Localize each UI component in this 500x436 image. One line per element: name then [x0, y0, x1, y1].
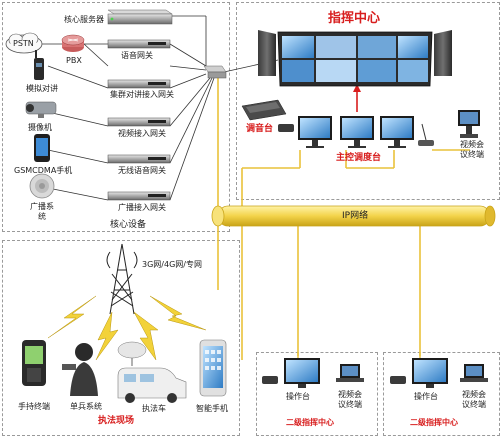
core-server-icon	[107, 9, 173, 25]
video-conf-label-1: 视频会	[460, 140, 484, 149]
ip-links	[217, 78, 470, 360]
main-console-label: 主控调度台	[336, 153, 382, 163]
pbx-label: PBX	[66, 56, 82, 65]
wireless-gateway-icon	[107, 154, 171, 164]
law-enforcement-vehicle-icon	[117, 341, 187, 403]
core-equipment-panel	[2, 2, 230, 232]
broadcast-system-label-1: 广播系	[30, 202, 54, 211]
mixer-icon	[241, 99, 287, 121]
handheld-label: 手持终端	[18, 402, 50, 411]
sub-center-1-devices	[262, 358, 364, 388]
console-phone-icon	[278, 124, 294, 132]
command-center-title: 指挥中心	[328, 11, 381, 26]
broadcast-system-label-2: 统	[38, 212, 46, 221]
sub-center-2-title: 二级指挥中心	[410, 418, 458, 427]
walkie-talkie-icon	[34, 50, 44, 80]
broadcast-speaker-icon	[29, 173, 55, 199]
ip-network-label: IP网络	[342, 211, 369, 221]
sub-center-2-videoconf-label-2: 议终端	[462, 400, 486, 409]
camera-icon	[25, 101, 57, 118]
sub-center-2-console-label: 操作台	[414, 392, 438, 401]
wireless-gateway-label: 无线语音网关	[118, 166, 166, 175]
pstn-cloud-icon	[5, 32, 43, 54]
soldier-system-icon	[62, 343, 98, 396]
video-gateway-label: 视频接入网关	[118, 129, 166, 138]
field-title: 执法现场	[98, 416, 135, 426]
microphone-icon	[418, 123, 434, 146]
sub-center-2-devices	[390, 358, 488, 388]
core-links	[40, 15, 279, 201]
cluster-gateway-icon	[107, 79, 171, 89]
pstn-label: PSTN	[13, 39, 34, 48]
mobile-label: GSMCDMA手机	[14, 166, 73, 175]
soldier-label: 单兵系统	[70, 402, 102, 411]
smartphone-label: 智能手机	[196, 404, 228, 413]
video-gateway-icon	[107, 117, 171, 127]
handheld-terminal-icon	[22, 340, 46, 386]
voice-gateway-icon	[107, 39, 171, 49]
smartphone-icon	[199, 339, 227, 397]
cluster-gateway-label: 集群对讲接入网关	[110, 90, 174, 99]
video-wall-icon	[277, 31, 433, 87]
core-server-label: 核心服务器	[64, 15, 104, 24]
vehicle-label: 执法车	[142, 404, 166, 413]
broadcast-gateway-label: 广播接入网关	[118, 203, 166, 212]
sub-center-1-videoconf-label-2: 议终端	[338, 400, 362, 409]
monitor-2-icon	[340, 116, 374, 148]
camera-label: 摄像机	[28, 123, 52, 132]
video-conf-label-2: 议终端	[460, 150, 484, 159]
monitor-1-icon	[298, 116, 332, 148]
sub-center-1-title: 二级指挥中心	[286, 418, 334, 427]
sub-center-links	[297, 352, 421, 358]
broadcast-gateway-icon	[107, 191, 171, 201]
network-switch-icon	[203, 65, 227, 79]
radio-tower-icon	[106, 243, 138, 315]
pbx-router-icon	[61, 34, 85, 52]
sub-center-2-videoconf-label-1: 视频会	[462, 390, 486, 399]
mobile-phone-icon	[34, 134, 50, 162]
video-conference-terminal-icon	[458, 110, 480, 138]
ip-network-bar	[211, 205, 496, 227]
wireless-lightning-icons	[47, 295, 207, 361]
wireless-network-label: 3G网/4G网/专网	[142, 260, 202, 269]
core-equipment-title: 核心设备	[110, 220, 147, 230]
voice-gateway-label: 语音网关	[121, 51, 153, 60]
monitor-3-icon	[380, 116, 414, 148]
sub-center-1-videoconf-label-1: 视频会	[338, 390, 362, 399]
mixer-label: 调音台	[246, 124, 274, 134]
analog-radio-label: 模拟对讲	[26, 84, 58, 93]
sub-center-1-console-label: 操作台	[286, 392, 310, 401]
up-arrow-icon	[353, 84, 361, 112]
right-speaker-icon	[434, 30, 452, 76]
left-speaker-icon	[258, 30, 276, 76]
